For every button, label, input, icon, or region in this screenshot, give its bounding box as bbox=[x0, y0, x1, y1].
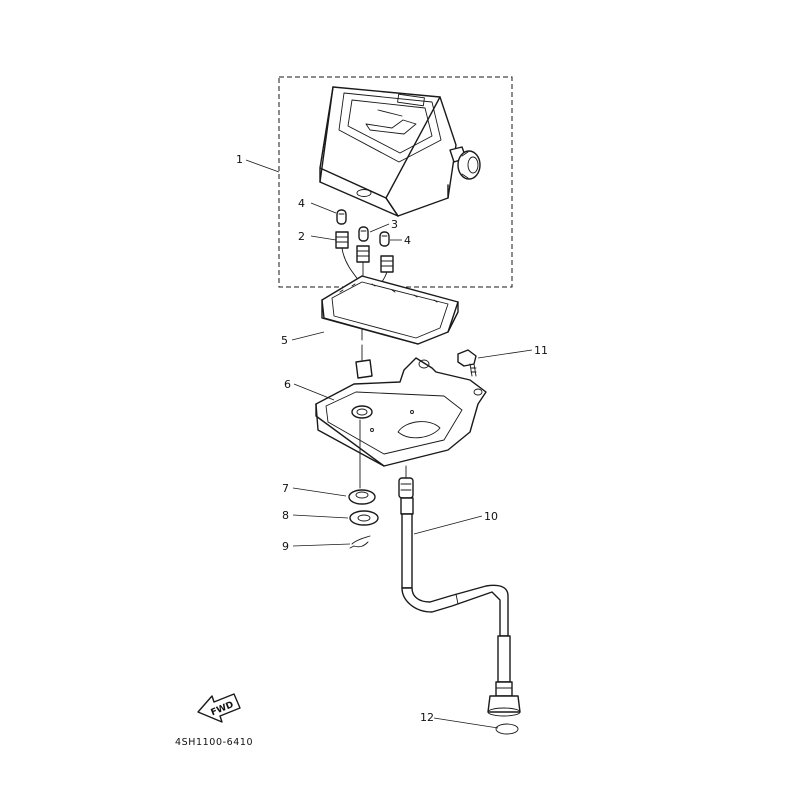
callout-1: 1 bbox=[236, 153, 243, 166]
callout-10: 10 bbox=[484, 510, 498, 523]
bulb-mid bbox=[358, 226, 369, 242]
grommet-lower bbox=[355, 344, 373, 379]
seal-ring bbox=[495, 723, 519, 735]
fwd-arrow-icon bbox=[197, 693, 241, 723]
bulb-socket-left bbox=[335, 231, 349, 249]
callout-12: 12 bbox=[420, 711, 434, 724]
meter-cable bbox=[398, 465, 521, 717]
callout-4-lower: 4 bbox=[404, 234, 411, 247]
washer bbox=[349, 510, 379, 526]
callout-7: 7 bbox=[282, 482, 289, 495]
screw-bolt bbox=[457, 349, 477, 377]
callout-3: 3 bbox=[391, 218, 398, 231]
callout-5: 5 bbox=[281, 334, 288, 347]
bulb-right bbox=[379, 231, 390, 247]
gasket-cover bbox=[321, 275, 459, 345]
meter-assembly bbox=[319, 86, 481, 217]
callout-6: 6 bbox=[284, 378, 291, 391]
meter-bracket bbox=[315, 357, 487, 467]
callout-9: 9 bbox=[282, 540, 289, 553]
leader-lines bbox=[245, 159, 533, 729]
callout-11: 11 bbox=[534, 344, 548, 357]
callout-4-upper: 4 bbox=[298, 197, 305, 210]
callout-8: 8 bbox=[282, 509, 289, 522]
bulb-socket-mid bbox=[356, 245, 370, 263]
callout-2: 2 bbox=[298, 230, 305, 243]
grommet bbox=[348, 489, 376, 505]
diagram-code: 4SH1100-6410 bbox=[175, 737, 253, 748]
bulb-left bbox=[336, 209, 347, 225]
clip bbox=[349, 535, 371, 549]
assembly-boundary bbox=[278, 76, 513, 288]
bulb-socket-right bbox=[380, 255, 394, 273]
